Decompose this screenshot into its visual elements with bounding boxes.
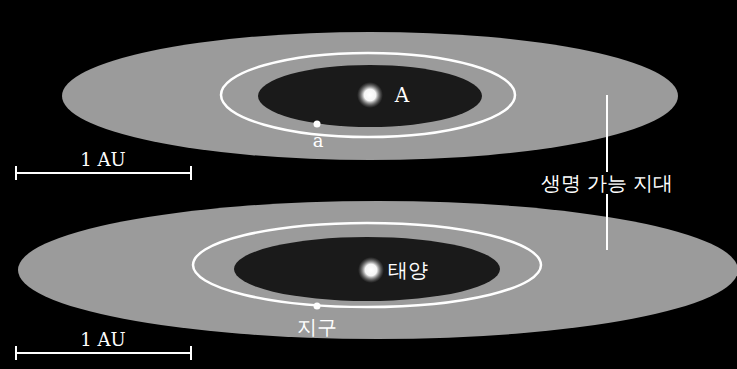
earth-label: 지구 [297, 316, 337, 338]
inner-zone [234, 237, 500, 301]
planet-label: a [313, 131, 324, 151]
sun [358, 257, 384, 283]
orbit [221, 53, 515, 137]
scale-label: 1 AU [80, 150, 125, 170]
habitable-zone [62, 32, 678, 160]
earth-dot [314, 303, 321, 310]
star [357, 82, 383, 108]
star-label: A [395, 84, 409, 106]
habitable-zone [18, 201, 737, 339]
planet-dot [314, 121, 321, 128]
orbit [193, 223, 541, 307]
zone-label: 생명 가능 지대 [537, 172, 678, 194]
inner-zone [258, 65, 482, 127]
sun-label: 태양 [388, 259, 428, 281]
scale-label: 1 AU [80, 330, 125, 350]
